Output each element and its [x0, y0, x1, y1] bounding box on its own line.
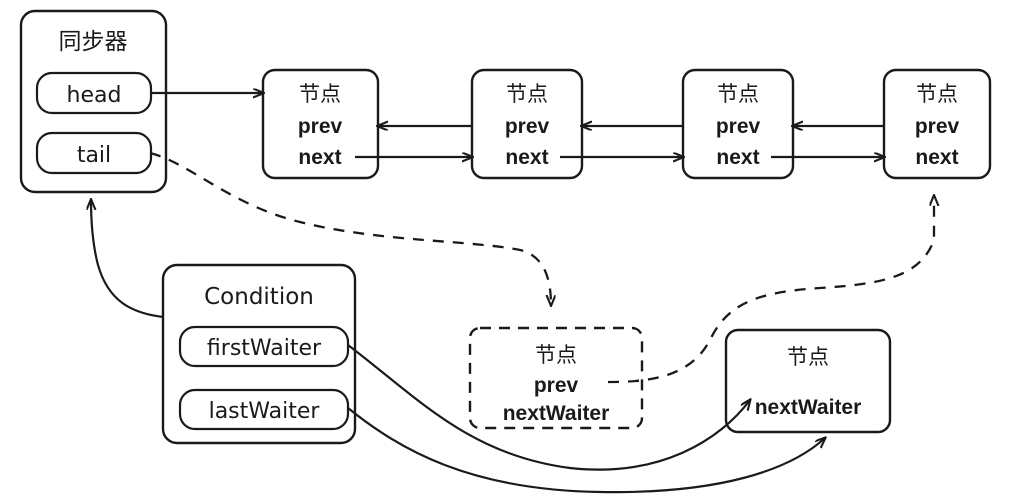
- waiter-node-solid-outline: [724, 328, 892, 434]
- waiter-node-dashed-nextwaiter: nextWaiter: [503, 402, 610, 425]
- waiter-node-solid-nextwaiter: nextWaiter: [755, 396, 862, 419]
- queue-node-4-next: next: [915, 146, 958, 169]
- queue-node-4-title: 节点: [916, 82, 958, 106]
- sync-field-tail-label: tail: [77, 143, 111, 168]
- connector-firstwaiter-to-waiter-node: [347, 344, 750, 471]
- condition-field-lastwaiter-label: lastWaiter: [209, 399, 321, 424]
- waiter-node-dashed-title: 节点: [535, 343, 577, 367]
- waiter-node-dashed-prev: prev: [534, 374, 579, 397]
- queue-node-1-next: next: [298, 146, 341, 169]
- queue-node-3: 节点 prev next: [681, 68, 795, 180]
- queue-node-4-prev: prev: [915, 115, 960, 138]
- queue-node-4: 节点 prev next: [882, 68, 992, 180]
- connector-condition-to-sync: [91, 200, 164, 319]
- queue-node-3-prev: prev: [716, 115, 761, 138]
- sync-box: 同步器 head tail: [19, 9, 168, 194]
- waiter-node-solid-title: 节点: [787, 345, 829, 369]
- condition-box-title: Condition: [204, 284, 314, 310]
- sync-field-head-label: head: [67, 83, 122, 108]
- queue-node-1-prev: prev: [298, 115, 343, 138]
- queue-node-2-prev: prev: [505, 115, 550, 138]
- sync-box-title: 同步器: [59, 29, 128, 55]
- queue-node-2: 节点 prev next: [470, 68, 584, 180]
- queue-node-1: 节点 prev next: [261, 68, 380, 180]
- connector-dashed-node-prev-to-node4: [607, 196, 934, 384]
- queue-node-4-outline: [882, 68, 992, 180]
- waiter-node-solid: 节点 nextWaiter: [724, 328, 892, 434]
- condition-field-lastwaiter-pill[interactable]: [178, 388, 350, 431]
- queue-node-1-title: 节点: [299, 82, 341, 106]
- queue-node-2-title: 节点: [506, 82, 548, 106]
- queue-node-2-next: next: [505, 146, 548, 169]
- connector-lastwaiter-to-waiter-node: [347, 407, 825, 494]
- queue-node-3-title: 节点: [717, 82, 759, 106]
- waiter-node-dashed: 节点 prev nextWaiter: [468, 326, 644, 430]
- condition-box: Condition firstWaiter lastWaiter: [161, 263, 357, 445]
- queue-node-3-next: next: [716, 146, 759, 169]
- condition-field-firstwaiter-label: firstWaiter: [207, 336, 322, 361]
- connector-tail-to-dashed-node: [149, 151, 551, 305]
- waiter-node-dashed-outline: [468, 326, 644, 430]
- condition-field-firstwaiter-pill[interactable]: [178, 325, 350, 368]
